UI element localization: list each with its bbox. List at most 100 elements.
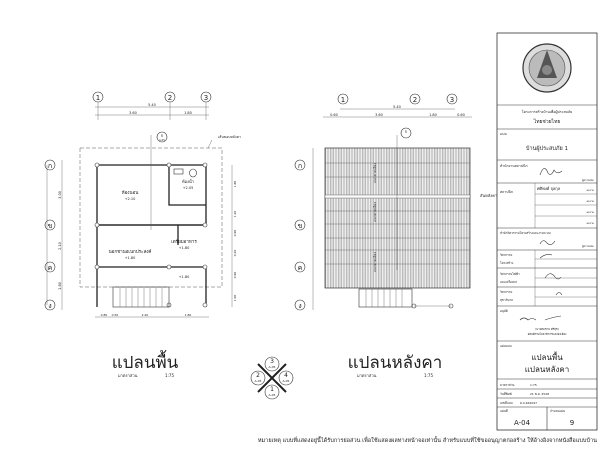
eng-elec-label: และเครื่องกล [500,279,517,284]
roof-plan-title: แปลนหลังคา [348,353,443,373]
dim-right: 1.80 [233,181,237,188]
sign-label: ลงนาม [586,200,594,203]
dim-right: 0.90 [233,272,237,279]
architect-label: สถาปนิก [500,190,513,194]
stairs [358,288,454,309]
date-value: 21 พ.ย. 2548 [530,392,549,396]
org-line2: ไทยช่วยไทย [533,118,561,125]
elevation-mark-1: 1 [270,386,274,393]
stairs [112,286,170,308]
room-level-kitchen: +1.80 [179,246,190,250]
room-name-kitchen: เตรียมอาหาร [171,239,197,245]
scale-label: มาตราส่วน [500,383,514,387]
signature [544,273,562,280]
grid-col-2: 2 [164,91,176,103]
elevation-ref: A-05 [269,365,276,369]
svg-text:ง: ง [298,302,301,310]
total-sheets-value: 9 [570,419,574,427]
room-name-bedroom: ห้องนอน [122,190,139,196]
svg-text:A-05: A-05 [159,138,165,142]
signature [555,292,563,296]
dim-a: 3.60 [129,111,137,115]
svg-text:ก: ก [48,162,52,170]
approve-label: อนุมัติ [500,309,508,314]
drawing-no-label: เลขที่แบบ [500,401,513,405]
roof-outline-label: เส้นขอบหลังคา [218,135,241,139]
sign-label: ลงนาม [586,189,594,192]
design-name: บ้านผู้ประสบภัย 1 [526,145,568,152]
elevation-mark-4: 4 [284,372,288,379]
dim-total: 5.40 [393,105,401,109]
room-name-terrace: นอกชานอเนกประสงค์ [109,248,152,255]
sheet-label: แผ่นแบบ [500,344,512,348]
svg-text:ค: ค [298,264,303,272]
elevation-ref: A-05 [269,393,276,397]
grid-col-1: 1 [92,91,104,103]
roof-ridge [324,194,471,199]
scale-value: 1:75 [530,383,537,387]
roof-plan: 1 2 3 5.40 0.60 3.60 1.80 0.60 ก แนวลาดเ… [294,93,497,378]
roof-surface [324,147,471,289]
eng-san-label: สุขาภิบาล [500,298,513,303]
svg-text:3: 3 [450,96,454,104]
dim-left-3: 1.80 [58,282,62,290]
elevation-mark-3: 3 [270,358,274,365]
svg-text:ก: ก [298,162,302,170]
sheet-no-value: A-04 [514,419,531,427]
sign-label: ลงนาม [586,211,594,214]
room-level-bathroom: +2.05 [183,186,194,190]
dim-left-2: 2.10 [58,242,62,250]
checker-label: ผู้ตรวจสอบ [582,244,595,248]
dim-bottom: 2.20 [142,313,149,317]
roof-plan-scale-value: 1:75 [424,373,433,378]
title-block: โครงการสร้างบ้านเพื่อผู้ประสบภัย ไทยช่วย… [496,32,598,431]
dim-bottom: 0.80 [101,313,108,317]
room-level-bedroom: +2.10 [125,197,136,201]
room-name-bathroom: ห้องน้ำ [182,177,194,184]
roof-plan-scale-label: มาตราส่วน [357,373,377,378]
grid-row-labels: ก ข ค ง [44,159,56,311]
architect-name: ศศิพงศ์ จุลกุล [537,186,561,192]
grid-row-labels: ก ข ค ง [294,159,306,311]
floor-plan-scale-value: 1:75 [165,373,174,378]
dim-top: 0.60 [330,113,338,117]
dim-left-1: 3.00 [58,191,62,199]
dim-right: 0.90 [233,230,237,237]
dim-right: 1.20 [233,211,237,218]
arch-office-label: สำนักงานสถาปนิก [500,164,528,168]
sheet-no-label: แผ่นที่ [500,409,508,413]
design-label: แบบ [500,132,507,136]
grid-col-3: 3 [200,91,212,103]
svg-text:2: 2 [413,96,417,104]
room-level-deck: +1.80 [179,275,190,279]
svg-text:ข: ข [48,222,53,230]
dim-total: 5.40 [148,103,156,107]
org-line1: โครงการสร้างบ้านเพื่อผู้ประสบภัย [522,109,572,114]
section-mark: ก [405,129,408,134]
svg-text:ค: ค [48,264,53,272]
svg-text:ง: ง [48,302,51,310]
signature [539,254,553,259]
grid-col-3: 3 [446,93,458,105]
logo-seal [522,43,572,93]
dim-right: 0.20 [233,250,237,257]
slope-label: แนวลาดเอียง [372,202,377,222]
sheet-note: หมายเหตุ แบบที่แสดงอยู่นี้ได้รับการย่อส่… [258,436,597,444]
sheet-title-1: แปลนพื้น [531,351,563,362]
approver-name: (นายสมชาย ศรีสุข) [535,327,559,332]
sign-label: ลงนาม [586,222,594,225]
slope-label: แนวลาดเอียง [372,252,377,272]
dim-bottom: 0.50 [112,313,119,317]
signature [539,240,556,245]
floor-plan-scale-label: มาตราส่วน [118,373,138,378]
total-sheets-label: จำนวนแผ่น [550,409,565,413]
dim-top: 1.80 [429,113,437,117]
dim-top: 0.60 [457,113,465,117]
eng-elec-label: วิศวกรรมไฟฟ้า [500,272,520,276]
dim-right: 1.00 [233,295,237,302]
svg-text:3: 3 [204,94,208,102]
signature [519,315,562,321]
floor-plan-title: แปลนพื้น [112,350,179,373]
room-level-terrace: +1.80 [125,256,136,260]
